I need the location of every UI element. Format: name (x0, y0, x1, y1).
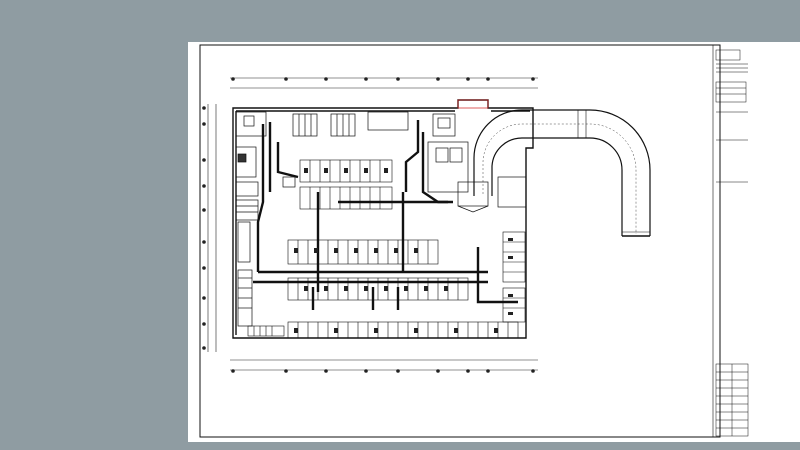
bottom-dimension-line (230, 359, 538, 373)
equipment-markers (294, 168, 513, 333)
parking-row-middle (287, 239, 469, 301)
core-area (282, 141, 527, 213)
duct-lines (253, 120, 518, 310)
title-block (715, 49, 749, 437)
curved-ramp (473, 109, 651, 237)
parking-column-right (502, 231, 526, 323)
left-dimension-line (202, 104, 217, 352)
drawing-sheet[interactable] (188, 42, 800, 442)
top-dimension-line (230, 77, 538, 89)
drawing-border (199, 44, 721, 438)
parking-row-lower (247, 321, 519, 339)
parking-row-upper (299, 159, 393, 210)
floor-plan-drawing (199, 44, 749, 438)
top-rooms (235, 99, 489, 137)
left-service-area (235, 146, 259, 327)
